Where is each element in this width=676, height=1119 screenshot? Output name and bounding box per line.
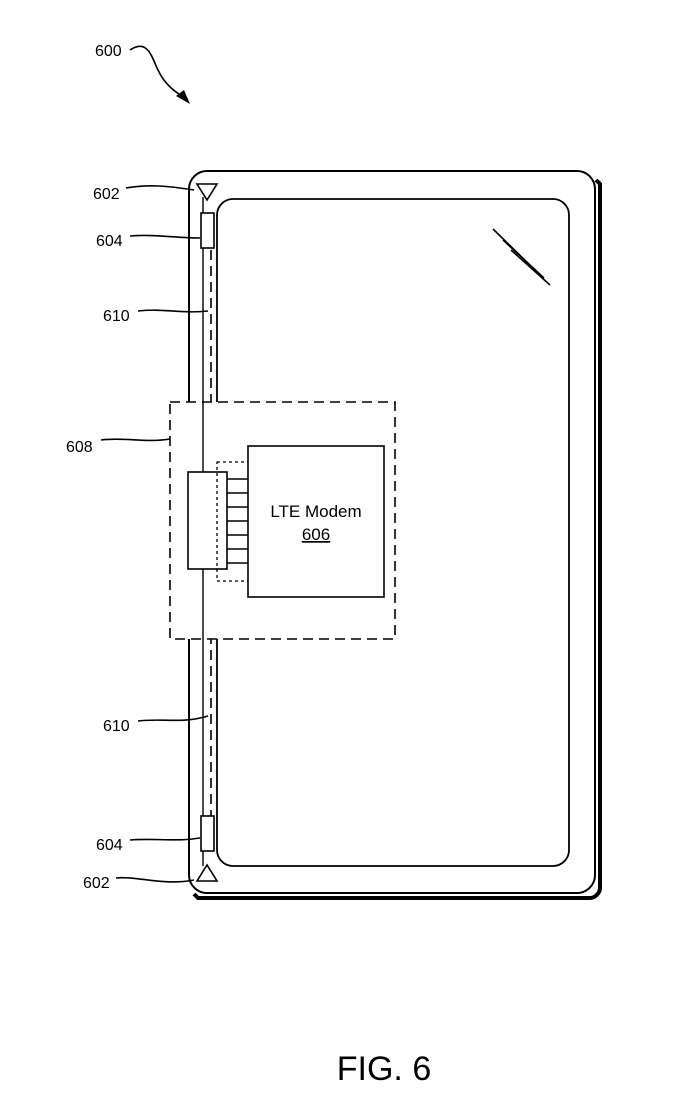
lte-modem-box — [247, 445, 385, 598]
lte-modem-label: LTE Modem — [270, 502, 361, 521]
leader-604-bottom — [129, 837, 201, 841]
screen-glare-icon — [492, 228, 551, 286]
leader-608 — [100, 438, 171, 442]
label-608: 608 — [66, 439, 93, 456]
connector-pins — [227, 478, 248, 564]
ref-600-arrowhead — [176, 90, 190, 104]
connector-block — [187, 471, 228, 570]
label-602-top: 602 — [93, 186, 120, 203]
leader-610-bottom — [137, 715, 209, 722]
device-shadow — [192, 178, 602, 900]
interface-dotted-box — [216, 461, 259, 582]
label-610-bottom: 610 — [103, 718, 130, 735]
leader-602-bottom — [115, 876, 195, 883]
tuner-bottom — [200, 815, 215, 852]
leader-602-top — [125, 185, 195, 191]
lte-modem-ref: 606 — [302, 525, 330, 544]
antenna-bottom-icon — [195, 863, 219, 882]
leader-610-top — [137, 309, 209, 313]
tuner-top — [200, 212, 215, 249]
ref-600-label: 600 — [95, 43, 122, 60]
ref-600-arrow-line — [129, 45, 189, 101]
figure-caption: FIG. 6 — [337, 1050, 431, 1088]
label-604-bottom: 604 — [96, 837, 123, 854]
label-604-top: 604 — [96, 233, 123, 250]
antenna-top-icon — [195, 183, 219, 202]
label-610-top: 610 — [103, 308, 130, 325]
label-602-bottom: 602 — [83, 875, 110, 892]
leader-604-top — [129, 234, 201, 239]
